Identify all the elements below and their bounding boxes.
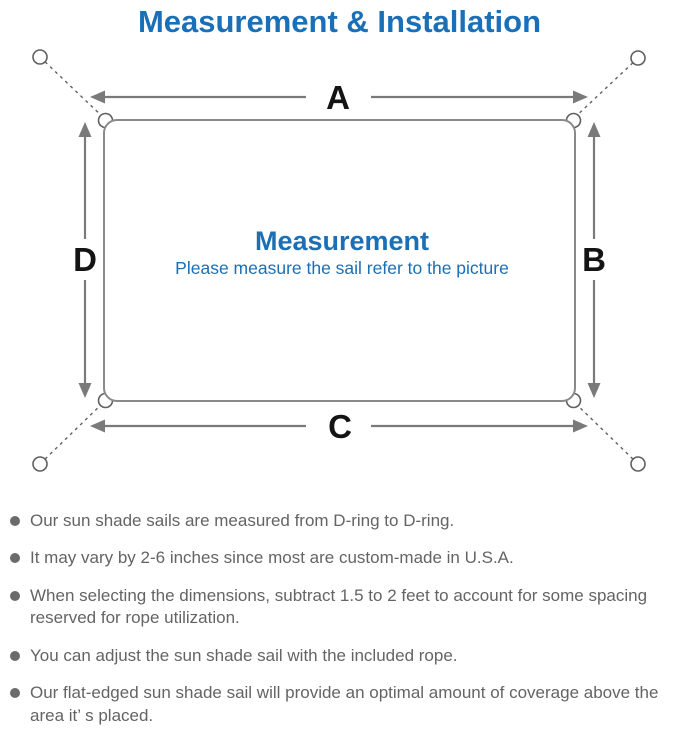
anchor-rope-top-left <box>39 56 107 121</box>
dimension-arrows <box>78 90 601 433</box>
list-item: Our sun shade sails are measured from D-… <box>10 510 673 532</box>
bullet-icon <box>10 650 20 661</box>
arrow-d-top-head-icon <box>78 122 92 137</box>
anchor-point-top-right-icon <box>630 50 646 66</box>
list-item-text: When selecting the dimensions, subtract … <box>30 585 648 628</box>
arrow-c-left-head-icon <box>90 419 105 433</box>
anchor-point-bottom-left-icon <box>32 456 48 472</box>
dimension-label-d: D <box>73 241 97 278</box>
arrow-b-bottom-head-icon <box>587 383 601 398</box>
list-item-text: You can adjust the sun shade sail with t… <box>30 645 458 665</box>
bullet-icon <box>10 688 20 699</box>
list-item-text: Our sun shade sails are measured from D-… <box>30 511 455 530</box>
arrow-d-bottom-head-icon <box>78 383 92 398</box>
anchor-rope-top-right <box>571 57 639 121</box>
dimension-label-c: C <box>328 408 352 445</box>
arrow-b-top-head-icon <box>587 122 601 137</box>
list-item-text: Our flat-edged sun shade sail will provi… <box>30 683 659 725</box>
measurement-diagram: A B C D Measurement Please measure the s… <box>0 40 679 488</box>
arrow-a-right-head-icon <box>573 90 588 104</box>
bullet-icon <box>10 516 20 526</box>
arrow-c-right-head-icon <box>573 419 588 433</box>
anchor-rope-bottom-left <box>39 399 107 465</box>
anchor-point-bottom-right-icon <box>630 456 646 472</box>
dimension-label-a: A <box>326 79 350 116</box>
anchor-rope-lines <box>39 56 639 465</box>
list-item: You can adjust the sun shade sail with t… <box>10 645 673 667</box>
sail-rectangle <box>103 119 576 402</box>
anchor-rope-bottom-right <box>571 399 639 465</box>
bullet-icon <box>10 553 20 564</box>
list-item: It may vary by 2-6 inches since most are… <box>10 547 673 569</box>
notes-list: Our sun shade sails are measured from D-… <box>0 510 679 727</box>
list-item: Our flat-edged sun shade sail will provi… <box>10 682 673 727</box>
bullet-icon <box>10 590 20 601</box>
sail-diagram-svg: A B C D Measurement Please measure the s… <box>32 49 646 472</box>
anchor-points <box>32 49 646 472</box>
arrow-a-left-head-icon <box>90 90 105 104</box>
list-item: When selecting the dimensions, subtract … <box>10 585 673 630</box>
diagram-center-title: Measurement <box>255 226 429 256</box>
list-item-text: It may vary by 2-6 inches since most are… <box>30 548 514 568</box>
diagram-center-subtitle: Please measure the sail refer to the pic… <box>175 258 509 278</box>
dimension-label-b: B <box>582 241 606 278</box>
page-title: Measurement & Installation <box>137 4 542 39</box>
anchor-point-top-left-icon <box>32 49 48 65</box>
